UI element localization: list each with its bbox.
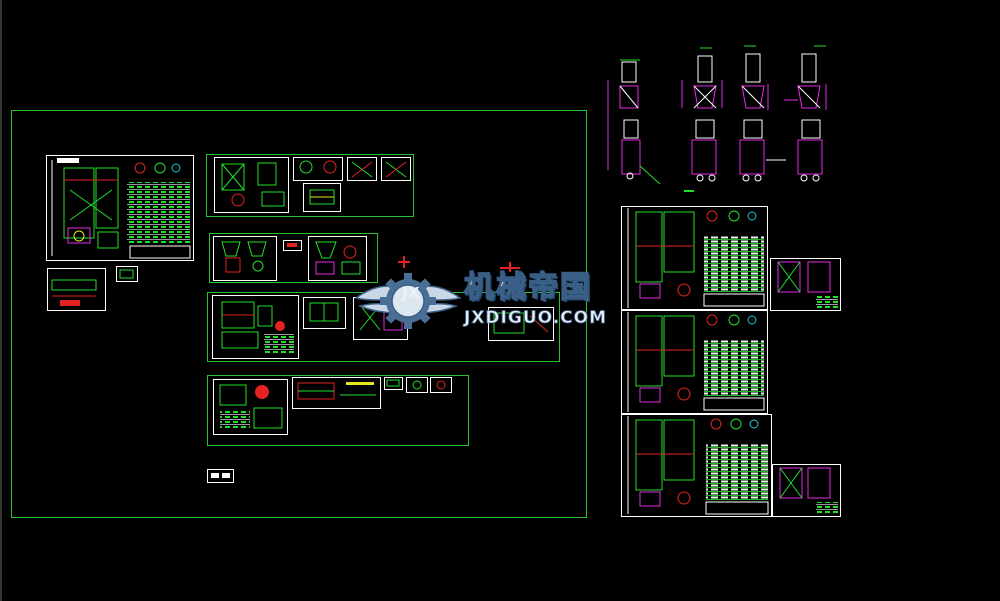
sheet-d4[interactable] xyxy=(488,307,554,341)
group-frame-4[interactable] xyxy=(207,375,469,446)
detail-elevations[interactable] xyxy=(607,45,827,192)
sheet-e5[interactable] xyxy=(430,377,452,393)
sheet-right-3b[interactable] xyxy=(772,464,841,517)
sheet-right-2[interactable] xyxy=(621,310,768,414)
sheet-right-3[interactable] xyxy=(621,414,772,517)
sheet-small-a1[interactable] xyxy=(47,268,106,311)
group-frame-2[interactable] xyxy=(209,233,378,283)
sheet-e3[interactable] xyxy=(384,377,403,390)
sheet-c1[interactable] xyxy=(213,236,277,281)
sheet-b3[interactable] xyxy=(347,157,377,181)
watermark-logo-text: JX xyxy=(402,284,420,302)
watermark-title: 机械帝国 xyxy=(463,269,592,305)
sheet-d2[interactable] xyxy=(303,297,346,329)
sheet-right-1[interactable] xyxy=(621,206,768,310)
sheet-b1[interactable] xyxy=(214,157,289,213)
sheet-b4[interactable] xyxy=(381,157,411,181)
sheet-small-a2[interactable] xyxy=(116,266,138,282)
sheet-right-1b[interactable] xyxy=(770,258,841,311)
sheet-b5[interactable] xyxy=(303,183,341,212)
sheet-e1[interactable] xyxy=(213,379,288,435)
group-frame-1[interactable] xyxy=(206,154,414,217)
sheet-e4[interactable] xyxy=(406,377,428,393)
sheet-b2[interactable] xyxy=(293,157,343,181)
sheet-d1[interactable] xyxy=(212,295,299,359)
watermark-url: JXDIGUO.COM xyxy=(464,308,608,329)
gear-wings-logo-icon xyxy=(354,273,462,329)
sheet-e2[interactable] xyxy=(292,377,381,409)
sheet-c2[interactable] xyxy=(283,240,302,251)
sheet-c3[interactable] xyxy=(308,236,367,281)
sheet-assembly-a[interactable] xyxy=(46,155,194,261)
layout-frame-main[interactable] xyxy=(11,110,587,518)
watermark: JX 机械帝国 JXDIGUO.COM xyxy=(352,262,652,342)
sheet-small-stamp[interactable] xyxy=(207,469,234,483)
red-marker xyxy=(398,256,520,272)
